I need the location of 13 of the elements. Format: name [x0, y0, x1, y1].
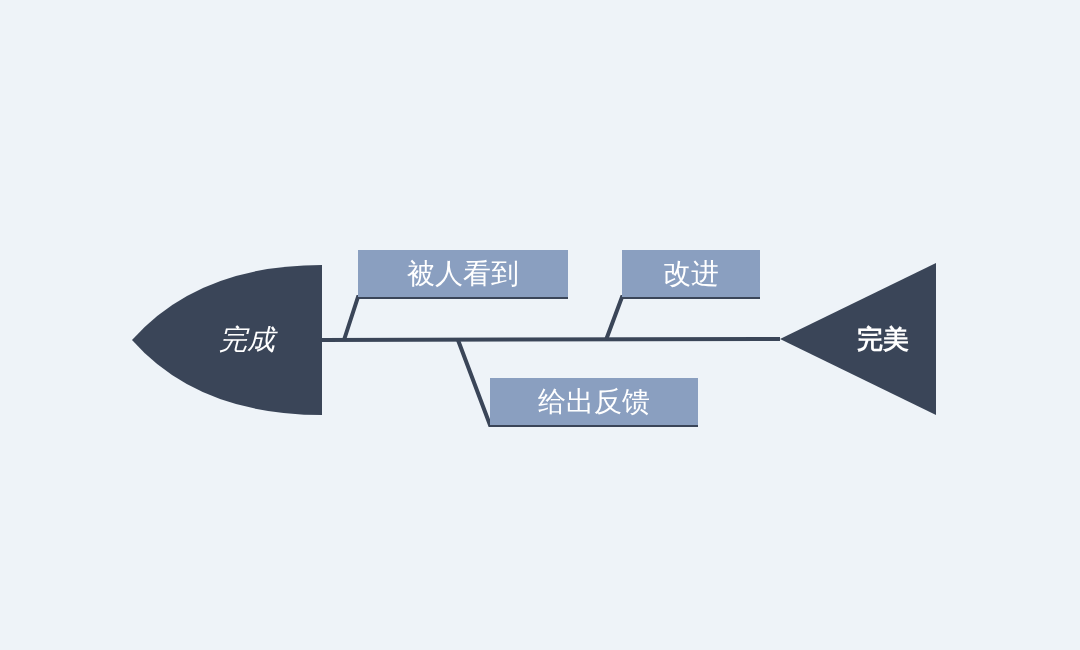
cause-label: 被人看到 — [407, 255, 519, 292]
spine-line — [322, 337, 780, 342]
cause-label: 给出反馈 — [538, 383, 650, 420]
node-label: 完美 — [857, 322, 909, 356]
bone-line — [456, 339, 698, 427]
fish-tail-shape — [132, 265, 322, 415]
cause-box — [622, 250, 760, 297]
fish-head-triangle — [780, 263, 936, 415]
cause-box — [358, 250, 568, 297]
cause-box — [490, 378, 698, 425]
bone-line — [604, 295, 760, 341]
cause-label: 改进 — [663, 255, 719, 292]
bone-line — [342, 295, 568, 341]
